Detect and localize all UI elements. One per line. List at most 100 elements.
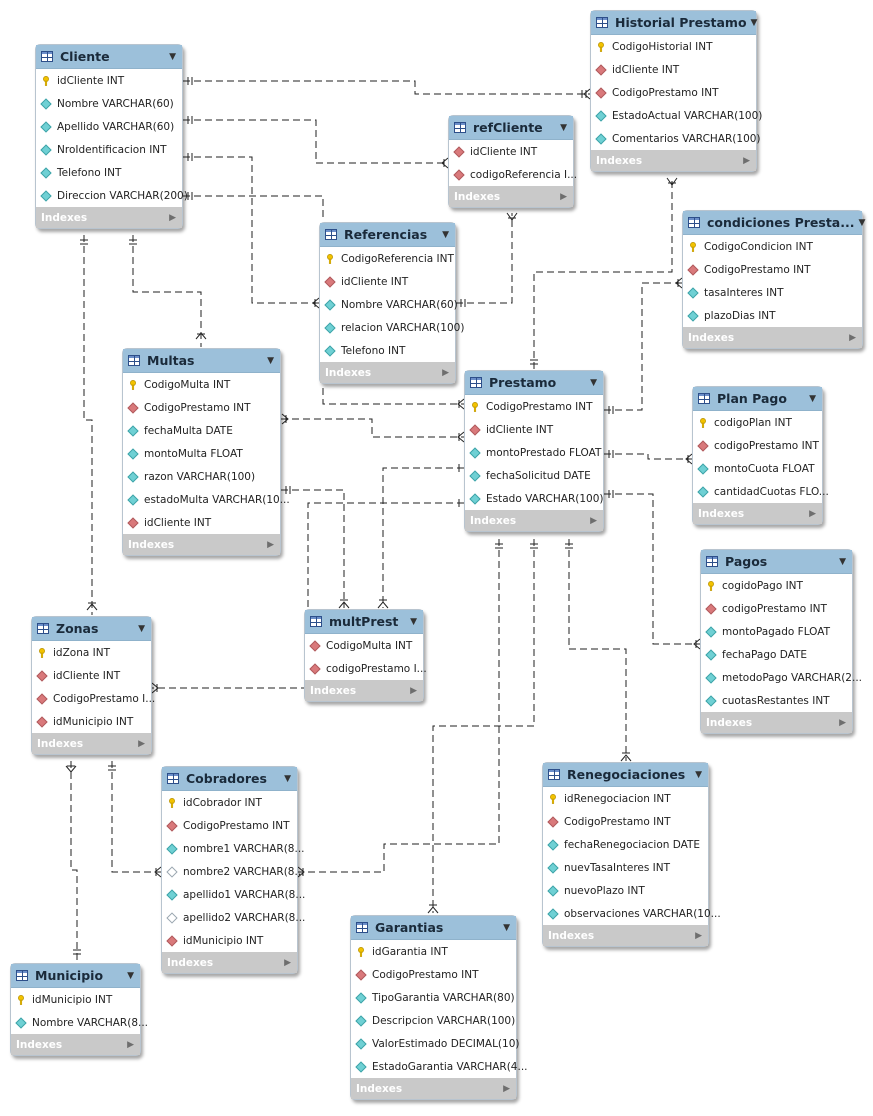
column-row[interactable]: EstadoGarantia VARCHAR(4... bbox=[351, 1055, 528, 1078]
table-header[interactable]: Prestamo▼ bbox=[465, 371, 603, 395]
table-header[interactable]: Pagos▼ bbox=[701, 550, 852, 574]
collapse-triangle-icon[interactable]: ▼ bbox=[839, 556, 846, 567]
table-header[interactable]: Multas▼ bbox=[123, 349, 280, 373]
column-row[interactable]: idZona INT bbox=[32, 641, 151, 664]
expand-arrow-icon[interactable]: ▶ bbox=[442, 367, 449, 378]
column-row[interactable]: idCliente INT bbox=[32, 664, 151, 687]
column-row[interactable]: montoCuota FLOAT bbox=[693, 457, 822, 480]
table-header[interactable]: Renegociaciones▼ bbox=[543, 763, 708, 787]
column-row[interactable]: CodigoCondicion INT bbox=[683, 235, 862, 258]
column-row[interactable]: Descripcion VARCHAR(100) bbox=[351, 1009, 516, 1032]
column-row[interactable]: plazoDias INT bbox=[683, 304, 862, 327]
indexes-section[interactable]: Indexes▶ bbox=[305, 680, 423, 701]
table-condiciones[interactable]: condiciones Presta...▼CodigoCondicion IN… bbox=[682, 210, 866, 349]
column-row[interactable]: Nombre VARCHAR(60) bbox=[320, 293, 458, 316]
column-row[interactable]: fechaMulta DATE bbox=[123, 419, 280, 442]
indexes-section[interactable]: Indexes▶ bbox=[701, 712, 852, 733]
indexes-section[interactable]: Indexes▶ bbox=[123, 534, 280, 555]
collapse-triangle-icon[interactable]: ▼ bbox=[169, 51, 176, 62]
column-row[interactable]: Telefono INT bbox=[36, 161, 182, 184]
column-row[interactable]: cuotasRestantes INT bbox=[701, 689, 852, 712]
collapse-triangle-icon[interactable]: ▼ bbox=[560, 122, 567, 133]
column-row[interactable]: montoPagado FLOAT bbox=[701, 620, 852, 643]
column-row[interactable]: CodigoMulta INT bbox=[123, 373, 280, 396]
column-row[interactable]: apellido2 VARCHAR(8... bbox=[162, 906, 305, 929]
expand-arrow-icon[interactable]: ▶ bbox=[590, 515, 597, 526]
column-row[interactable]: CodigoHistorial INT bbox=[591, 35, 756, 58]
column-row[interactable]: Nombre VARCHAR(60) bbox=[36, 92, 182, 115]
indexes-section[interactable]: Indexes▶ bbox=[36, 207, 182, 228]
table-header[interactable]: Historial Prestamo▼ bbox=[591, 11, 757, 35]
column-row[interactable]: CodigoReferencia INT bbox=[320, 247, 455, 270]
column-row[interactable]: nuevoPlazo INT bbox=[543, 879, 708, 902]
table-header[interactable]: Zonas▼ bbox=[32, 617, 151, 641]
expand-arrow-icon[interactable]: ▶ bbox=[849, 332, 856, 343]
column-row[interactable]: idCobrador INT bbox=[162, 791, 297, 814]
column-row[interactable]: idRenegociacion INT bbox=[543, 787, 708, 810]
column-row[interactable]: idMunicipio INT bbox=[32, 710, 151, 733]
column-row[interactable]: CodigoPrestamo INT bbox=[162, 814, 297, 837]
column-row[interactable]: observaciones VARCHAR(10... bbox=[543, 902, 721, 925]
column-row[interactable]: nombre2 VARCHAR(8... bbox=[162, 860, 305, 883]
column-row[interactable]: idCliente INT bbox=[591, 58, 756, 81]
column-row[interactable]: razon VARCHAR(100) bbox=[123, 465, 280, 488]
column-row[interactable]: EstadoActual VARCHAR(100) bbox=[591, 104, 762, 127]
table-header[interactable]: Referencias▼ bbox=[320, 223, 455, 247]
column-row[interactable]: idCliente INT bbox=[123, 511, 280, 534]
indexes-section[interactable]: Indexes▶ bbox=[351, 1078, 516, 1099]
column-row[interactable]: idCliente INT bbox=[449, 140, 573, 163]
collapse-triangle-icon[interactable]: ▼ bbox=[503, 922, 510, 933]
collapse-triangle-icon[interactable]: ▼ bbox=[858, 217, 866, 228]
column-row[interactable]: nuevTasaInteres INT bbox=[543, 856, 708, 879]
column-row[interactable]: Nombre VARCHAR(8... bbox=[11, 1011, 148, 1034]
column-row[interactable]: montoPrestado FLOAT bbox=[465, 441, 603, 464]
indexes-section[interactable]: Indexes▶ bbox=[32, 733, 151, 754]
column-row[interactable]: Estado VARCHAR(100) bbox=[465, 487, 604, 510]
expand-arrow-icon[interactable]: ▶ bbox=[695, 930, 702, 941]
indexes-section[interactable]: Indexes▶ bbox=[543, 925, 708, 946]
column-row[interactable]: relacion VARCHAR(100) bbox=[320, 316, 464, 339]
column-row[interactable]: CodigoPrestamo INT bbox=[465, 395, 603, 418]
collapse-triangle-icon[interactable]: ▼ bbox=[410, 616, 417, 627]
table-header[interactable]: Municipio▼ bbox=[11, 964, 140, 988]
column-row[interactable]: nombre1 VARCHAR(8... bbox=[162, 837, 305, 860]
column-row[interactable]: CodigoMulta INT bbox=[305, 634, 423, 657]
column-row[interactable]: montoMulta FLOAT bbox=[123, 442, 280, 465]
column-row[interactable]: CodigoPrestamo INT bbox=[123, 396, 280, 419]
column-row[interactable]: fechaRenegociacion DATE bbox=[543, 833, 708, 856]
indexes-section[interactable]: Indexes▶ bbox=[320, 362, 455, 383]
table-header[interactable]: Garantias▼ bbox=[351, 916, 516, 940]
expand-arrow-icon[interactable]: ▶ bbox=[743, 155, 750, 166]
column-row[interactable]: fechaSolicitud DATE bbox=[465, 464, 603, 487]
collapse-triangle-icon[interactable]: ▼ bbox=[809, 393, 816, 404]
indexes-section[interactable]: Indexes▶ bbox=[683, 327, 862, 348]
column-row[interactable]: idCliente INT bbox=[465, 418, 603, 441]
table-header[interactable]: Cliente▼ bbox=[36, 45, 182, 69]
column-row[interactable]: estadoMulta VARCHAR(10... bbox=[123, 488, 290, 511]
column-row[interactable]: CodigoPrestamo INT bbox=[683, 258, 862, 281]
column-row[interactable]: codigoPrestamo INT bbox=[693, 434, 822, 457]
expand-arrow-icon[interactable]: ▶ bbox=[284, 957, 291, 968]
expand-arrow-icon[interactable]: ▶ bbox=[267, 539, 274, 550]
collapse-triangle-icon[interactable]: ▼ bbox=[442, 229, 449, 240]
column-row[interactable]: CodigoPrestamo INT bbox=[543, 810, 708, 833]
expand-arrow-icon[interactable]: ▶ bbox=[839, 717, 846, 728]
column-row[interactable]: fechaPago DATE bbox=[701, 643, 852, 666]
column-row[interactable]: idMunicipio INT bbox=[162, 929, 297, 952]
column-row[interactable]: codigoPrestamo INT bbox=[701, 597, 852, 620]
indexes-section[interactable]: Indexes▶ bbox=[465, 510, 603, 531]
column-row[interactable]: codigoReferencia I... bbox=[449, 163, 577, 186]
column-row[interactable]: TipoGarantia VARCHAR(80) bbox=[351, 986, 516, 1009]
column-row[interactable]: tasaInteres INT bbox=[683, 281, 862, 304]
collapse-triangle-icon[interactable]: ▼ bbox=[590, 377, 597, 388]
